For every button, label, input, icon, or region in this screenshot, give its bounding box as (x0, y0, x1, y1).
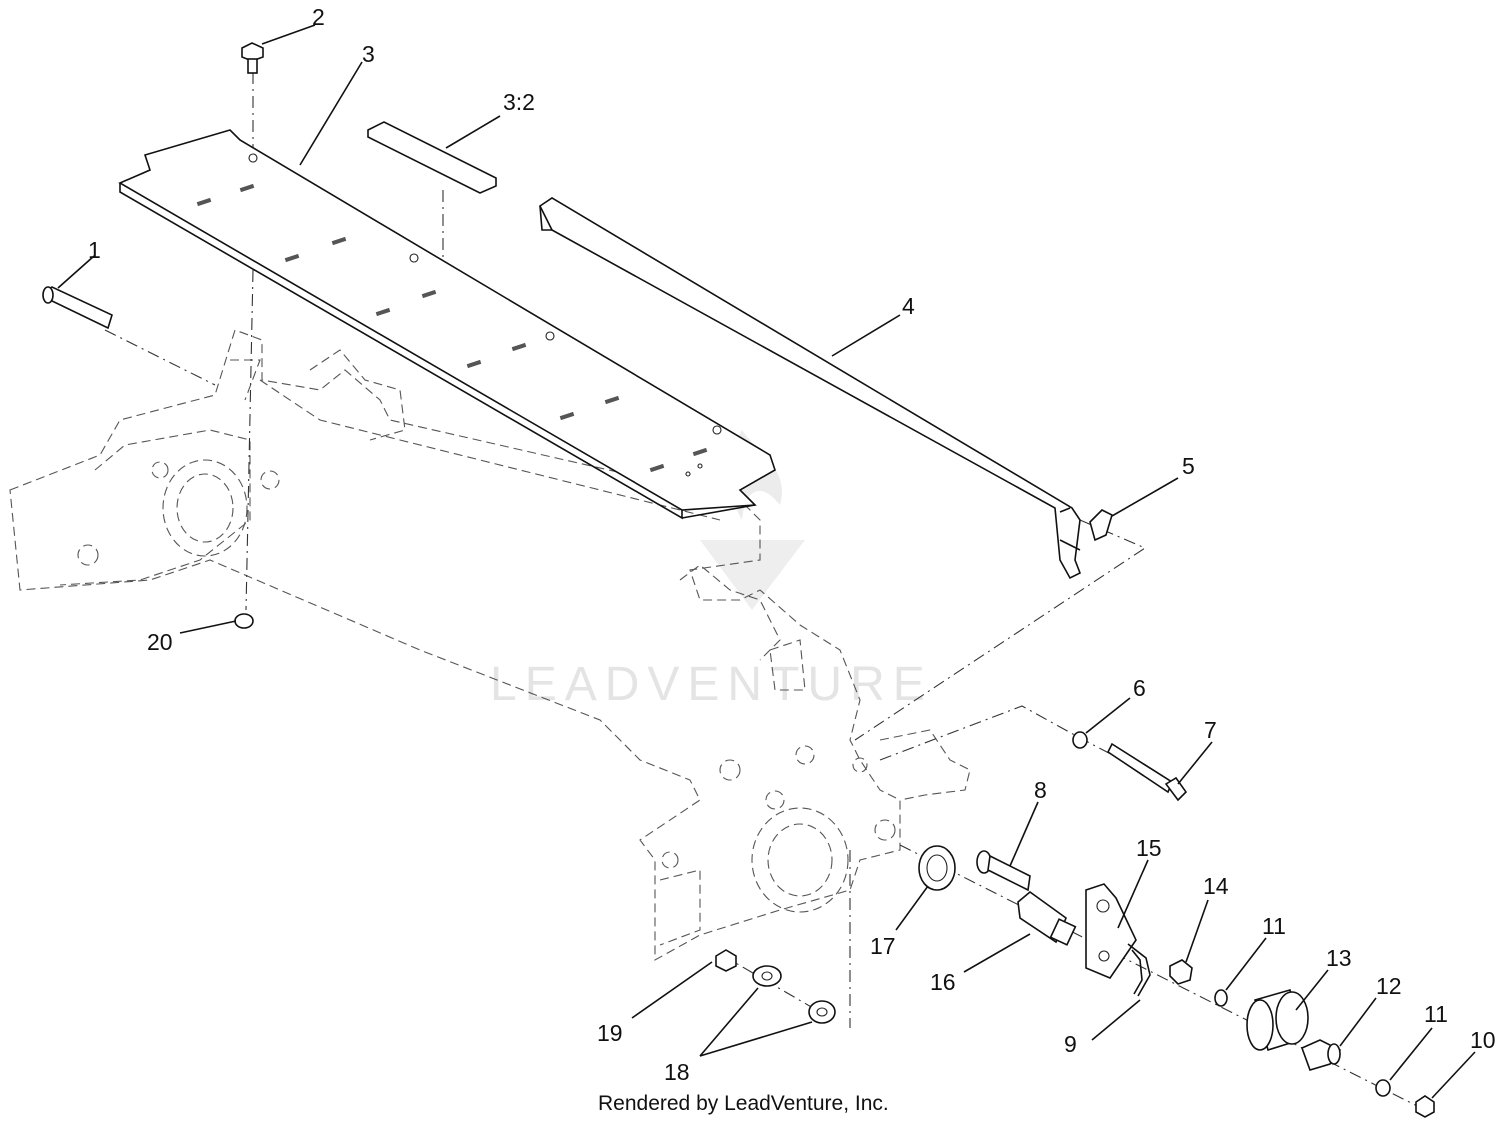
bolt-part-2 (241, 42, 264, 74)
bolt-part-7 (1106, 742, 1188, 802)
nut-part-19 (715, 949, 737, 972)
callout-17: 17 (870, 933, 896, 959)
callout-7: 7 (1204, 717, 1217, 743)
callout-labels: 1 2 3 3:2 4 5 6 7 8 15 14 11 13 12 11 10… (88, 4, 1496, 1085)
callout-16: 16 (930, 969, 956, 995)
washer-part-18-a (752, 965, 782, 987)
callout-15: 15 (1136, 835, 1162, 861)
callout-4: 4 (902, 293, 915, 319)
washer-part-6 (1072, 731, 1088, 749)
washer-part-11-b (1375, 1079, 1391, 1097)
credit-text: Rendered by LeadVenture, Inc. (598, 1092, 889, 1115)
washer-part-18-b (808, 1000, 836, 1024)
clip-part-5 (1089, 509, 1113, 542)
shield-part-4 (538, 197, 1082, 580)
hair-pin-part-9 (1127, 943, 1151, 997)
callout-19: 19 (597, 1020, 623, 1046)
callout-11-b: 11 (1424, 1001, 1448, 1027)
wheel-part-13 (1246, 988, 1309, 1052)
callout-8: 8 (1034, 777, 1047, 803)
spacer-part-16 (1017, 890, 1077, 946)
callout-9: 9 (1064, 1031, 1077, 1057)
bracket-part-15 (1085, 883, 1137, 979)
nut-part-20 (234, 613, 254, 629)
callout-2: 2 (312, 4, 325, 30)
nut-part-10 (1415, 1095, 1435, 1118)
lock-washer-part-17 (918, 845, 956, 891)
watermark-text: LEADVENTURE (490, 658, 933, 711)
callout-3: 3 (362, 41, 375, 67)
callout-13: 13 (1326, 945, 1352, 971)
callout-11-a: 11 (1262, 913, 1286, 939)
washer-part-11-a (1214, 989, 1228, 1007)
leader-lines (57, 24, 1476, 1099)
pin-part-1 (42, 286, 113, 330)
callout-14: 14 (1203, 873, 1229, 899)
callout-3-2: 3:2 (503, 89, 535, 115)
plate-part-3 (118, 129, 776, 520)
callout-1: 1 (88, 237, 101, 263)
decal-part-3-2 (367, 121, 497, 194)
center-lines (104, 72, 1426, 1111)
plate-slots (196, 183, 708, 473)
shoulder-bolt-part-8 (976, 850, 1031, 892)
callout-10: 10 (1470, 1027, 1496, 1053)
nut-part-14 (1169, 959, 1193, 985)
bushing-part-12 (1300, 1039, 1342, 1071)
callout-6: 6 (1133, 675, 1146, 701)
frame-outline (9, 329, 971, 961)
callout-18: 18 (664, 1059, 690, 1085)
callout-20: 20 (147, 629, 173, 655)
callout-5: 5 (1182, 453, 1195, 479)
watermark: LEADVENTURE (490, 430, 933, 711)
callout-12: 12 (1376, 973, 1402, 999)
